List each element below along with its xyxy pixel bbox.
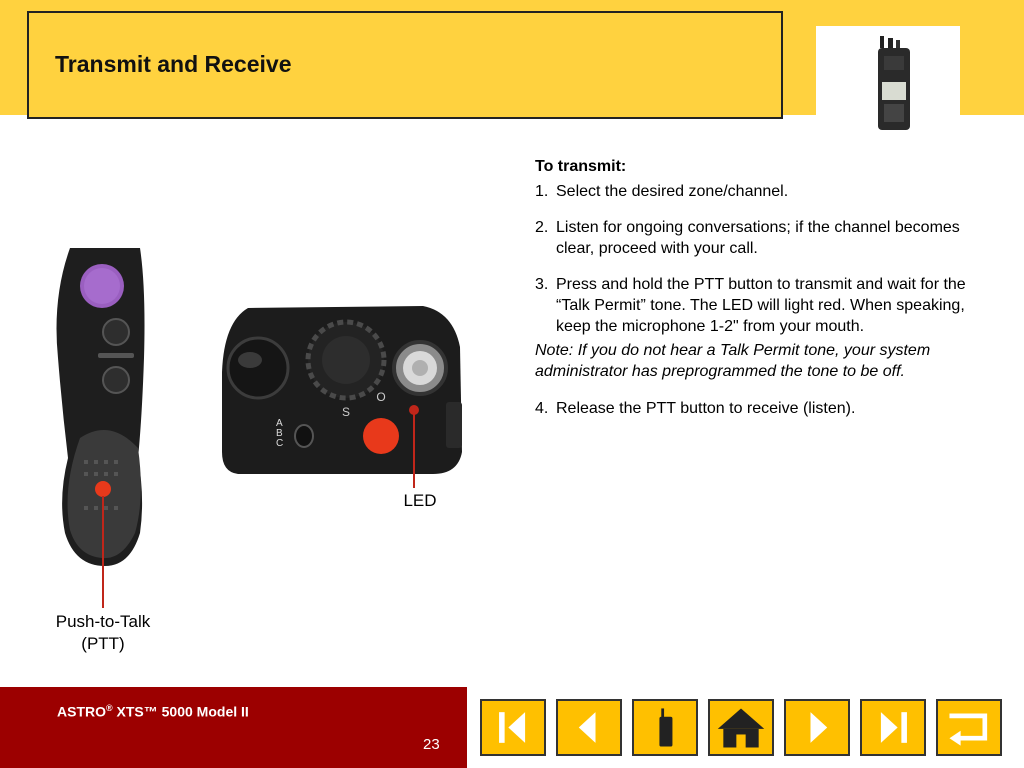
ptt-label-line1: Push-to-Talk xyxy=(55,612,151,631)
instructions-panel: To transmit: 1. Select the desired zone/… xyxy=(535,156,995,434)
step-text: Release the PTT button to receive (liste… xyxy=(556,400,856,417)
svg-text:C: C xyxy=(276,438,283,449)
page-number: 23 xyxy=(423,736,440,753)
first-slide-icon xyxy=(499,712,526,743)
title-box: Transmit and Receive xyxy=(27,11,783,119)
step-number: 3. xyxy=(535,276,549,293)
registered-mark: ® xyxy=(106,703,113,713)
led-label: LED xyxy=(403,491,437,510)
home-button[interactable] xyxy=(708,699,774,756)
next-slide-button[interactable] xyxy=(784,699,850,756)
previous-slide-icon xyxy=(578,712,596,743)
talk-permit-note: Note: If you do not hear a Talk Permit t… xyxy=(535,342,931,380)
svg-text:A: A xyxy=(276,418,283,429)
page-title: Transmit and Receive xyxy=(55,51,292,77)
next-slide-icon xyxy=(810,712,828,743)
footer-bar: ASTRO® XTS™ 5000 Model II 23 xyxy=(0,687,495,768)
product-model: XTS™ 5000 Model II xyxy=(112,703,249,720)
step-text: Listen for ongoing conversations; if the… xyxy=(556,219,960,257)
step-3: 3. Press and hold the PTT button to tran… xyxy=(535,274,995,337)
svg-text:S: S xyxy=(342,405,350,419)
step-2: 2. Listen for ongoing conversations; if … xyxy=(535,217,995,259)
step-1: 1. Select the desired zone/channel. xyxy=(535,181,995,202)
ptt-side-image xyxy=(50,248,160,568)
instructions-heading: To transmit: xyxy=(535,158,627,175)
return-button[interactable] xyxy=(936,699,1002,756)
ptt-label-line2: (PTT) xyxy=(81,634,125,653)
radio-top-image: S O A B C xyxy=(218,302,468,478)
last-slide-button[interactable] xyxy=(860,699,926,756)
home-icon xyxy=(717,708,765,748)
first-slide-button[interactable] xyxy=(480,699,546,756)
product-name: ASTRO® XTS™ 5000 Model II xyxy=(57,703,249,720)
svg-text:O: O xyxy=(376,390,385,404)
led-pointer-line xyxy=(413,412,415,488)
step-number: 4. xyxy=(535,400,549,417)
return-icon xyxy=(949,713,988,746)
radio-icon xyxy=(659,708,673,747)
radio-thumbnail xyxy=(816,26,960,138)
radio-button[interactable] xyxy=(632,699,698,756)
ptt-label: Push-to-Talk (PTT) xyxy=(40,611,166,655)
step-number: 2. xyxy=(535,219,549,236)
step-4: 4. Release the PTT button to receive (li… xyxy=(535,398,995,419)
last-slide-icon xyxy=(880,712,907,743)
step-text: Press and hold the PTT button to transmi… xyxy=(556,276,966,335)
previous-slide-button[interactable] xyxy=(556,699,622,756)
product-brand: ASTRO xyxy=(57,703,106,720)
ptt-pointer-line xyxy=(102,560,104,608)
step-text: Select the desired zone/channel. xyxy=(556,183,789,200)
step-number: 1. xyxy=(535,183,549,200)
svg-text:B: B xyxy=(276,428,283,439)
